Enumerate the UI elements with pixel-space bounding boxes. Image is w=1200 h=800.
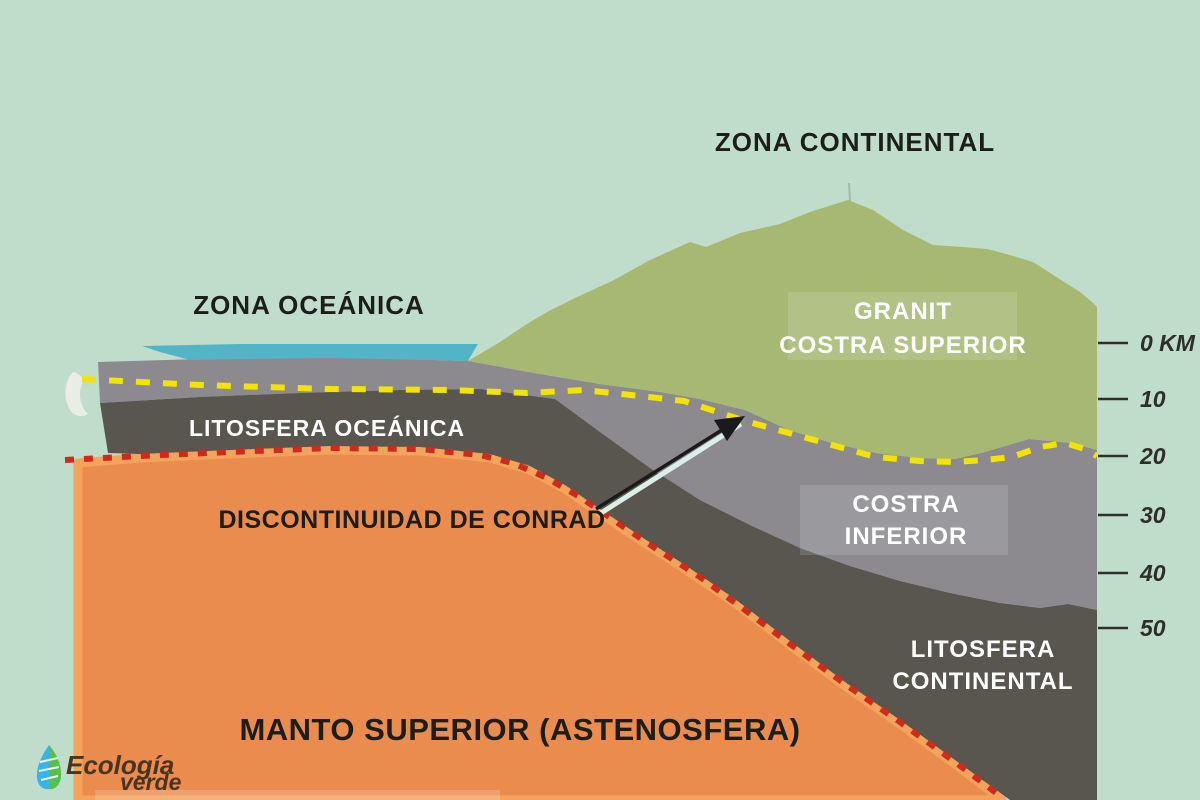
trench-crescent-shape: [65, 372, 88, 417]
litosfera-continental-label-group: LITOSFERA CONTINENTAL: [892, 636, 1073, 695]
depth-label-10: 10: [1140, 386, 1166, 412]
arrow-shaft: [595, 421, 734, 511]
ocean-water-shape: [142, 344, 478, 361]
litosfera-continental-line2: CONTINENTAL: [892, 668, 1073, 695]
granit-label-group: GRANIT COSTRA SUPERIOR: [779, 292, 1026, 360]
ecologia-verde-logo: Ecología verde: [36, 745, 182, 795]
depth-scale: 0 KM 10 20 30 40 50: [1098, 330, 1196, 641]
depth-label-20: 20: [1139, 443, 1166, 469]
conrad-discontinuity-line: [81, 376, 1099, 466]
conrad-pointer-arrow: [595, 416, 745, 516]
litosfera-oceanica-label: LITOSFERA OCEÁNICA: [189, 414, 465, 441]
depth-label-30: 30: [1140, 502, 1166, 528]
leaf-vein-2: [38, 766, 60, 772]
costra-inferior-line1: COSTRA: [852, 491, 959, 518]
moho-boundary-line: [64, 444, 1005, 800]
arrow-highlight: [599, 421, 743, 516]
logo-word-verde: verde: [120, 769, 182, 795]
peak-tick-mark: [848, 182, 851, 202]
mantle-asthenosphere-shape: [73, 445, 1007, 800]
granit-label-box: [788, 292, 1017, 360]
logo-word-ecologia: Ecología: [66, 750, 174, 780]
leaf-vein-3: [40, 775, 59, 781]
granit-label-line1: GRANIT: [854, 298, 952, 325]
crust-inferior-shape: [98, 357, 1097, 610]
arrow-head: [714, 416, 745, 441]
leaf-icon: [36, 745, 62, 790]
leaf-vein-1: [39, 757, 59, 763]
lithosphere-shape: [100, 389, 1097, 800]
conrad-label: DISCONTINUIDAD DE CONRAD: [219, 506, 606, 534]
manto-superior-label: MANTO SUPERIOR (ASTENOSFERA): [239, 712, 800, 747]
zona-continental-label: ZONA CONTINENTAL: [715, 127, 995, 157]
costra-inferior-label-box: [800, 485, 1008, 555]
leaf-left-half: [36, 745, 49, 790]
depth-label-40: 40: [1139, 560, 1166, 586]
depth-label-50: 50: [1140, 615, 1166, 641]
litosfera-continental-line1: LITOSFERA: [911, 636, 1056, 663]
mantle-bottom-highlight: [95, 790, 500, 800]
granit-label-line2: COSTRA SUPERIOR: [779, 332, 1026, 359]
costra-inferior-label-group: COSTRA INFERIOR: [800, 485, 1008, 555]
costra-inferior-line2: INFERIOR: [845, 523, 968, 550]
zona-oceanica-label: ZONA OCEÁNICA: [193, 290, 425, 320]
continental-crust-mountain-shape: [468, 200, 1097, 459]
depth-label-0: 0 KM: [1140, 330, 1196, 356]
